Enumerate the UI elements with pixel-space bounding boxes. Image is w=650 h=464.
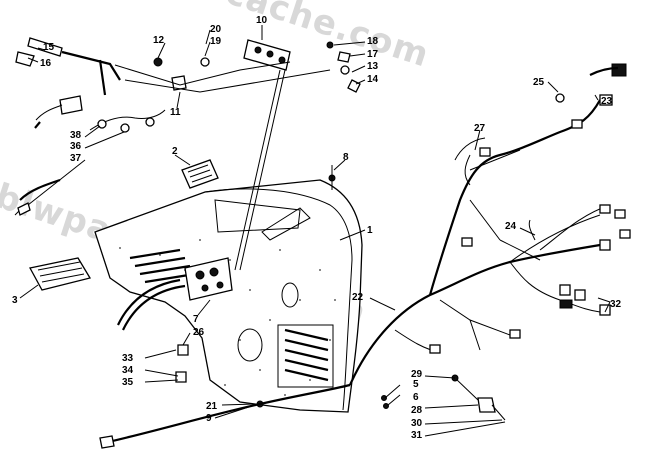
callout-35: 35 [122,377,134,388]
callout-30: 30 [411,418,423,429]
callout-5: 5 [413,379,419,390]
callout-11: 11 [170,107,181,118]
callout-6: 6 [413,392,419,403]
callout-27: 27 [474,123,486,134]
callout-24: 24 [505,221,517,232]
callout-12: 12 [153,35,165,46]
switch-panel [243,39,291,71]
callout-28: 28 [411,405,423,416]
callout-13: 13 [367,61,379,72]
callout-26: 26 [193,327,205,338]
callout-1: 1 [367,225,373,236]
callout-19: 19 [210,36,222,47]
callout-18: 18 [367,36,379,47]
instrument-cluster [184,257,233,301]
callout-7: 7 [193,314,199,325]
callout-22: 22 [352,292,364,303]
callout-14: 14 [367,74,379,85]
decal-label [181,159,219,189]
callout-34: 34 [122,365,134,376]
console-plate [29,257,92,291]
callout-labels: 1 2 3 5 6 7 8 9 10 11 12 13 14 15 16 17 … [12,15,622,441]
callout-31: 31 [411,430,423,441]
callout-37: 37 [70,153,82,164]
callout-33: 33 [122,353,134,364]
callout-16: 16 [40,58,52,69]
callout-3: 3 [12,295,18,306]
small-hardware [153,41,389,409]
callout-25: 25 [533,77,545,88]
callout-15: 15 [43,42,55,53]
callout-38: 38 [70,130,82,141]
callout-2: 2 [172,146,178,157]
callout-10: 10 [256,15,268,26]
vent-louvres [277,324,334,388]
lower-connector [451,374,506,421]
main-wiring-harness [348,63,631,386]
console-housing [94,179,363,413]
callout-9: 9 [206,413,212,424]
leader-lines [19,25,611,437]
callout-8: 8 [343,152,349,163]
callout-32: 32 [610,299,622,310]
ignition-key-set [15,37,121,96]
callout-20: 20 [210,24,222,35]
callout-21: 21 [206,401,218,412]
callout-29: 29 [411,369,423,380]
callout-17: 17 [367,49,379,60]
callout-36: 36 [70,141,82,152]
callout-23: 23 [601,96,613,107]
